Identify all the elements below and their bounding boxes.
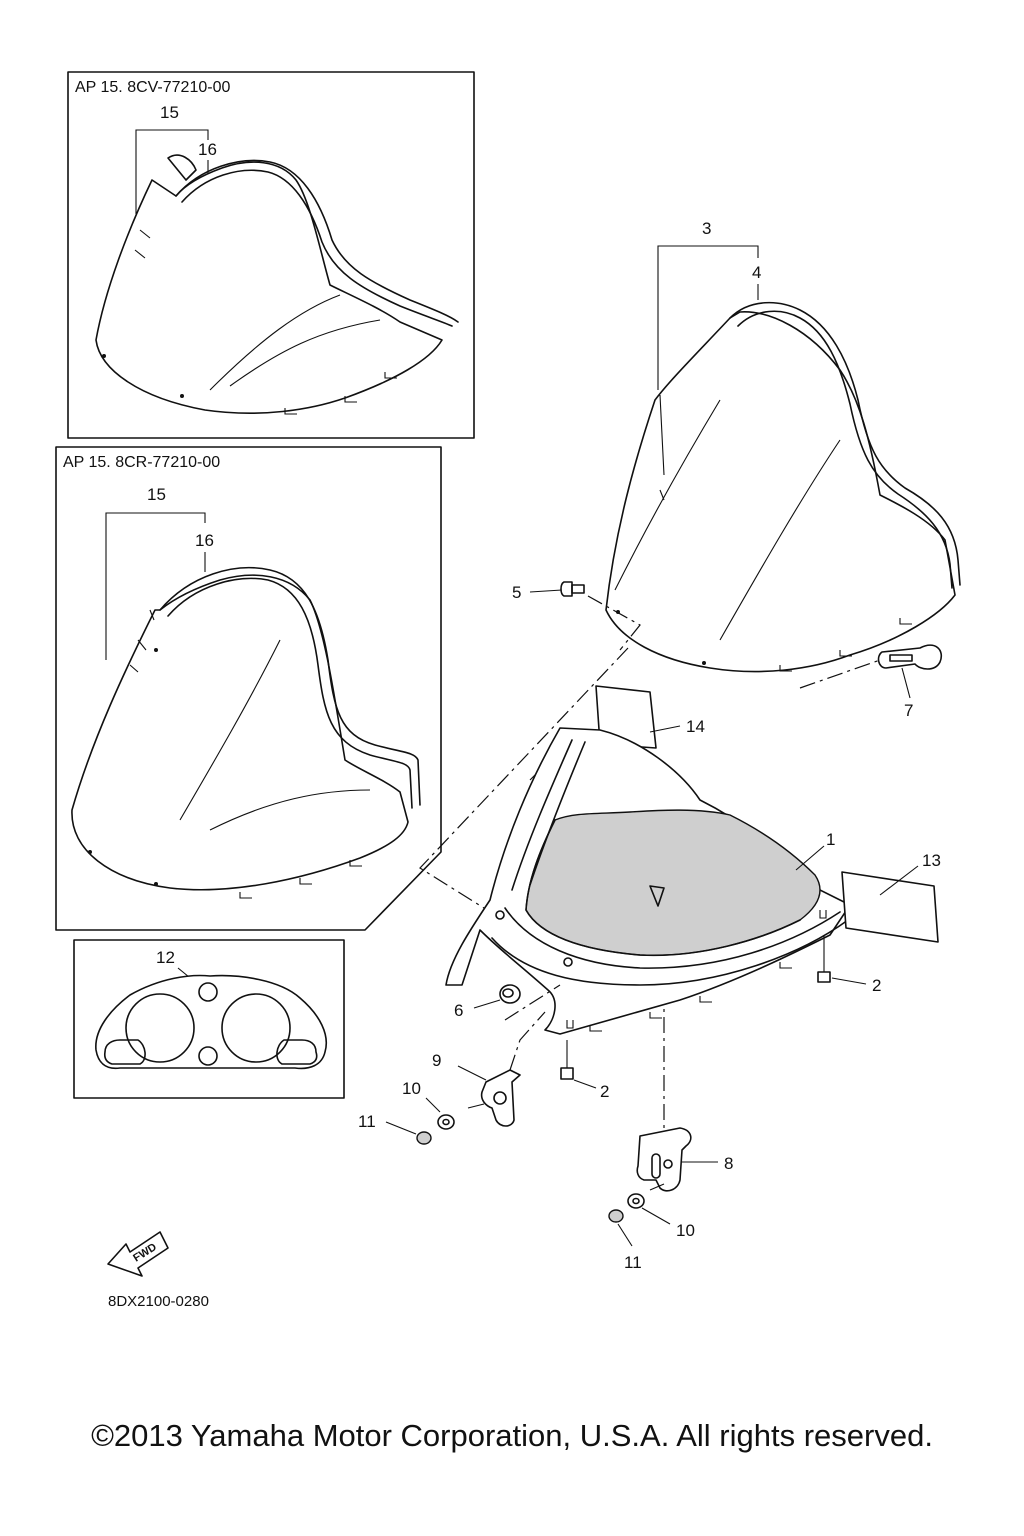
windscreen-main: 3 4 bbox=[605, 219, 961, 673]
panel-middle-title: AP 15. 8CR-77210-00 bbox=[63, 454, 220, 471]
washer-nut-right: 10 11 bbox=[608, 1193, 695, 1272]
washer-nut-left: 10 11 bbox=[358, 1079, 455, 1145]
panel-middle-frame bbox=[55, 446, 442, 931]
bolt-5: 5 bbox=[512, 581, 641, 651]
panel-top: AP 15. 8CV-77210-00 15 16 bbox=[67, 71, 475, 439]
callout-14: 14 bbox=[686, 717, 705, 736]
copyright-notice: ©2013 Yamaha Motor Corporation, U.S.A. A… bbox=[91, 1418, 933, 1453]
diagram-code: 8DX2100-0280 bbox=[108, 1293, 209, 1310]
screw-2-center: 2 bbox=[560, 1040, 609, 1101]
callout-1: 1 bbox=[826, 830, 835, 849]
callout-11-left: 11 bbox=[358, 1112, 376, 1131]
clip-7: 7 bbox=[799, 644, 942, 720]
panel-middle: AP 15. 8CR-77210-00 15 16 bbox=[55, 446, 442, 931]
meter-gasket bbox=[95, 974, 327, 1070]
panel-bottom: 12 bbox=[73, 939, 345, 1099]
panel-top-frame bbox=[67, 71, 475, 439]
callout-5: 5 bbox=[512, 583, 521, 602]
label-13: 13 bbox=[841, 851, 941, 943]
fwd-arrow-icon: FWD bbox=[107, 1231, 169, 1277]
callout-3: 3 bbox=[702, 219, 711, 238]
callout-8: 8 bbox=[724, 1154, 733, 1173]
callout-15-middle: 15 bbox=[147, 485, 166, 504]
cowl-1: 1 bbox=[445, 727, 851, 1035]
bracket-9: 9 bbox=[432, 1011, 546, 1127]
callout-7: 7 bbox=[904, 701, 913, 720]
leader-15-top bbox=[135, 129, 209, 214]
callout-16-middle: 16 bbox=[195, 531, 214, 550]
callout-9: 9 bbox=[432, 1051, 441, 1070]
callout-12: 12 bbox=[156, 948, 175, 967]
grommet-6: 6 bbox=[454, 984, 561, 1021]
callout-6: 6 bbox=[454, 1001, 463, 1020]
bracket-8: 8 bbox=[636, 1127, 733, 1192]
callout-11-right: 11 bbox=[624, 1253, 642, 1272]
screw-2-right: 2 bbox=[817, 936, 881, 995]
callout-16-top: 16 bbox=[198, 140, 217, 159]
windscreen-middle bbox=[71, 566, 421, 899]
callout-4: 4 bbox=[752, 263, 761, 282]
panel-top-title: AP 15. 8CV-77210-00 bbox=[75, 79, 230, 96]
callout-10-left: 10 bbox=[402, 1079, 421, 1098]
callout-15-top: 15 bbox=[160, 103, 179, 122]
callout-2-center: 2 bbox=[600, 1082, 609, 1101]
callout-13: 13 bbox=[922, 851, 941, 870]
panel-bottom-frame bbox=[73, 939, 345, 1099]
leader-15-middle bbox=[105, 512, 206, 660]
callout-10-right: 10 bbox=[676, 1221, 695, 1240]
callout-2-right: 2 bbox=[872, 976, 881, 995]
windscreen-top bbox=[95, 154, 459, 415]
